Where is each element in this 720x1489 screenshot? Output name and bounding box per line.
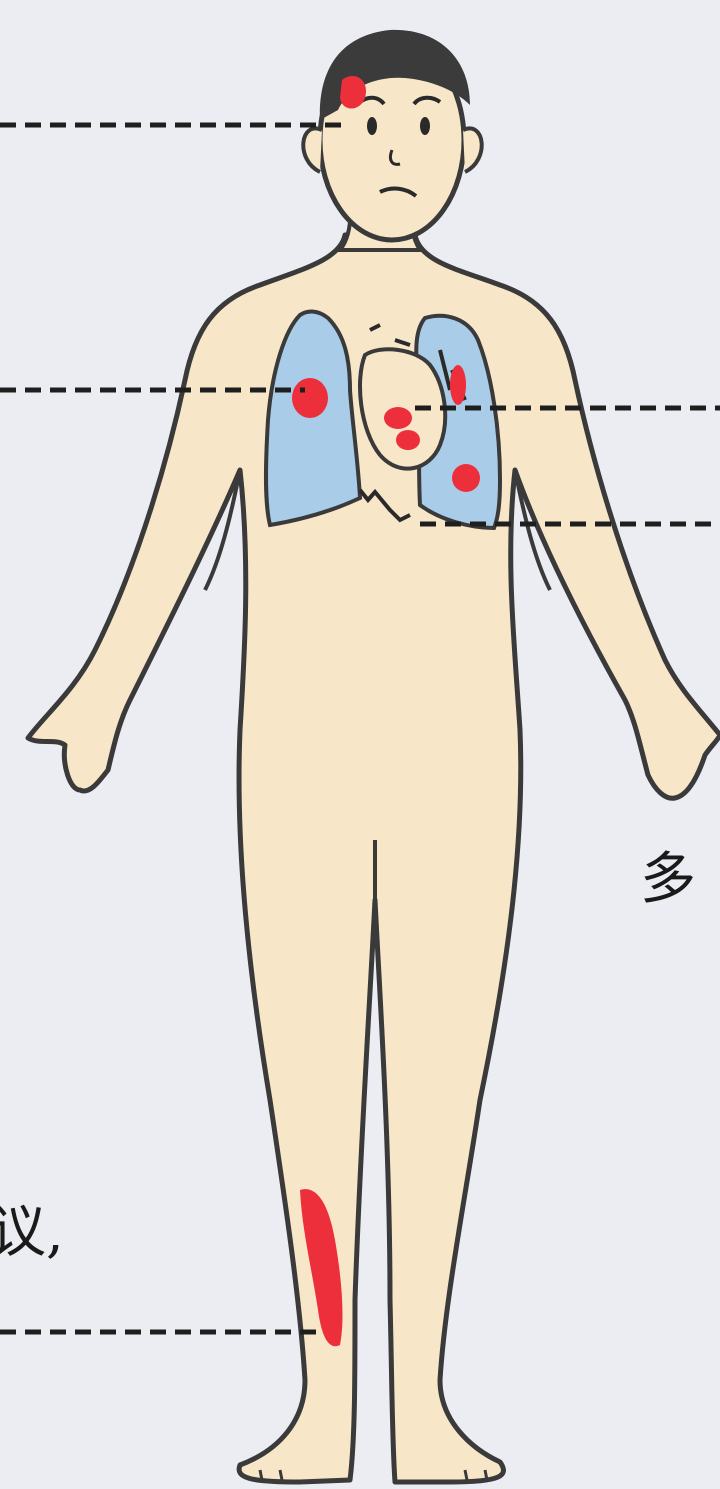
left-ear [303, 128, 322, 172]
lesion-heart-1 [384, 407, 412, 429]
lesion-left-lung-2 [452, 464, 480, 492]
lesion-left-lung-1 [450, 365, 466, 405]
right-ear [463, 128, 482, 172]
label-right-partial: 多 [640, 852, 696, 908]
label-left-partial: 议, [0, 1205, 64, 1261]
lesion-right-lung [292, 378, 328, 418]
left-eye [367, 117, 377, 135]
right-eye [420, 117, 430, 135]
lesion-heart-2 [396, 430, 420, 450]
